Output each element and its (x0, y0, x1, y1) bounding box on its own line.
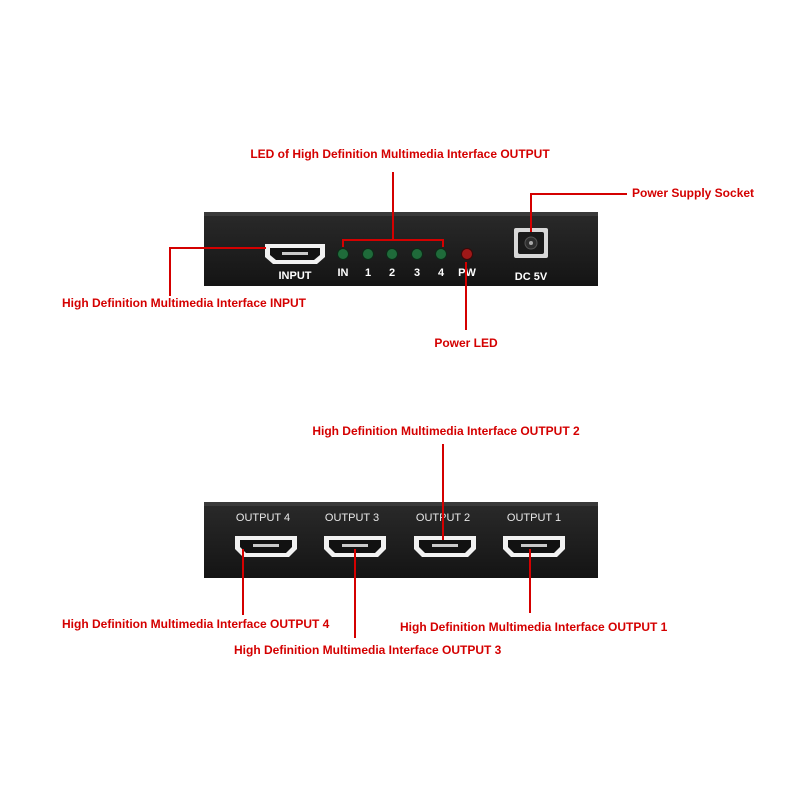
led-label-2: 2 (389, 267, 395, 279)
callout-power-socket: Power Supply Socket (632, 186, 754, 200)
leader-power-socket (530, 193, 627, 232)
output-3-label: OUTPUT 3 (325, 512, 379, 524)
front-leader-lines (169, 172, 627, 330)
led-label-pw: PW (458, 267, 476, 279)
led-power (461, 248, 473, 260)
callout-power-led: Power LED (434, 336, 498, 350)
led-output-1 (362, 248, 374, 260)
led-label-in: IN (338, 267, 349, 279)
led-label-1: 1 (365, 267, 371, 279)
callout-output-3: High Definition Multimedia Interface OUT… (234, 643, 502, 657)
callout-output-4: High Definition Multimedia Interface OUT… (62, 617, 330, 631)
output-4-label: OUTPUT 4 (236, 512, 290, 524)
output-port-1 (503, 536, 565, 557)
dc-socket-label: DC 5V (515, 271, 548, 283)
back-panel: OUTPUT 4 OUTPUT 3 OUTPUT 2 OUTPUT 1 (204, 502, 598, 578)
back-leader-lines (242, 444, 531, 638)
led-in (337, 248, 349, 260)
output-port-4 (235, 536, 297, 557)
led-label-4: 4 (438, 267, 445, 279)
led-labels: IN 1 2 3 4 PW (338, 267, 477, 279)
front-panel: INPUT IN 1 2 3 4 PW DC 5V (204, 212, 598, 286)
callout-led-output: LED of High Definition Multimedia Interf… (250, 147, 550, 161)
led-output-4 (435, 248, 447, 260)
dc-power-socket (514, 228, 548, 258)
led-label-3: 3 (414, 267, 420, 279)
callout-hdmi-input: High Definition Multimedia Interface INP… (62, 296, 307, 310)
led-output-3 (411, 248, 423, 260)
led-row (337, 248, 473, 260)
output-1-label: OUTPUT 1 (507, 512, 561, 524)
leader-led-bracket (342, 239, 444, 247)
output-port-3 (324, 536, 386, 557)
led-output-2 (386, 248, 398, 260)
hdmi-input-port (265, 244, 325, 264)
callout-output-2: High Definition Multimedia Interface OUT… (312, 424, 580, 438)
output-port-2 (414, 536, 476, 557)
leader-hdmi-input (169, 247, 266, 296)
input-port-label: INPUT (279, 270, 312, 282)
callout-output-1: High Definition Multimedia Interface OUT… (400, 620, 668, 634)
